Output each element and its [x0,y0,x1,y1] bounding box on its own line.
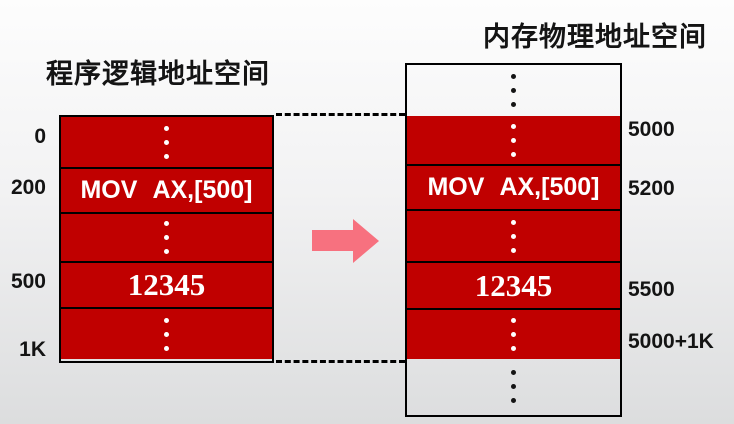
data-value-text: 12345 [474,267,553,303]
physical-address-space-title: 内存物理地址空间 [483,22,707,52]
left-address-label-500: 500 [10,270,46,293]
ellipsis-dots [511,211,516,261]
physical-address-space-box: MOV AX,[500] 12345 [405,63,622,417]
ellipsis-dots [511,359,516,413]
memory-row [61,117,272,169]
data-value-text: 12345 [127,267,206,302]
right-address-label-5000: 5000 [628,118,675,141]
memory-row: 12345 [61,263,272,309]
memory-row [407,310,620,359]
memory-row [407,116,620,166]
memory-row: 12345 [407,263,620,310]
memory-row: MOV AX,[500] [407,166,620,211]
instruction-text: MOV AX,[500] [427,173,600,201]
memory-row [407,359,620,413]
mapping-arrow [312,230,353,251]
instruction-text: MOV AX,[500] [80,176,253,204]
memory-row [61,214,272,263]
right-address-label-5000-plus-1k: 5000+1K [628,330,714,353]
memory-row [61,309,272,359]
memory-row [407,211,620,263]
ellipsis-dots [511,116,516,164]
left-address-label-1k: 1K [19,338,46,361]
memory-row: MOV AX,[500] [61,169,272,214]
left-address-label-200: 200 [10,176,46,199]
ellipsis-dots [511,65,516,116]
right-address-label-5200: 5200 [628,177,675,200]
ellipsis-dots [164,117,169,167]
logical-address-space-title: 程序逻辑地址空间 [46,59,270,89]
ellipsis-dots [511,310,516,359]
memory-row [407,65,620,116]
logical-address-space-box: MOV AX,[500] 12345 [59,115,274,363]
left-address-label-0: 0 [34,125,46,148]
ellipsis-dots [164,214,169,261]
ellipsis-dots [164,309,169,359]
right-address-label-5500: 5500 [628,278,675,301]
mapping-arrow-head [353,219,379,263]
dashed-guide-line-bottom [276,360,405,363]
dashed-guide-line-top [276,113,405,116]
